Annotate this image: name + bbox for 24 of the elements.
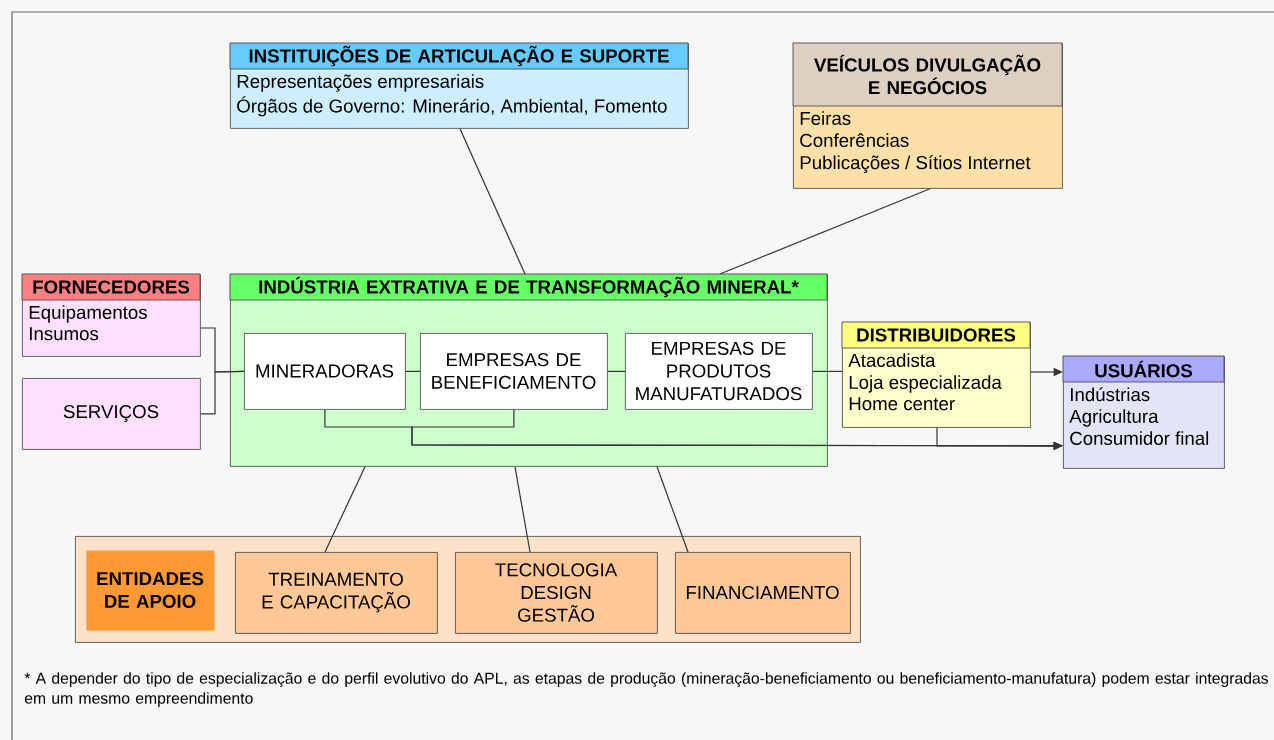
connector-line xyxy=(719,188,931,275)
process-box: MINERADORAS xyxy=(244,333,406,410)
process-box: EMPRESAS DE BENEFICIAMENTO xyxy=(420,333,608,410)
connector-line xyxy=(656,466,689,553)
category-box: INSTITUIÇÕES DE ARTICULAÇÃO E SUPORTE Representações empresariais Órgãos de Governo: Minerário, Ambiental, Fomento xyxy=(229,42,689,129)
category-box: DISTRIBUIDORES Atacadista Loja especializada Home center xyxy=(841,321,1031,428)
connector-line xyxy=(812,370,843,372)
support-box: FINANCIAMENTO xyxy=(675,552,851,634)
support-box: TECNOLOGIA DESIGN GESTÃO xyxy=(455,552,658,634)
connector-line xyxy=(514,466,531,553)
category-box: FORNECEDORES Equipamentos Insumos xyxy=(21,273,201,357)
process-box: EMPRESAS DE PRODUTOS MANUFATURADOS xyxy=(625,333,813,410)
connector-line xyxy=(459,128,526,275)
heading-box: ENTIDADES DE APOIO xyxy=(86,550,215,631)
connector-line xyxy=(405,370,421,372)
footnote: * A depender do tipo de especialização e do perfil evolutivo do APL, as etapas de produção (mineração-beneficiamento ou beneficiamento-manufatura) podem estar integradas em um mesmo empreendimento xyxy=(24,672,1268,707)
arrow xyxy=(936,427,1063,450)
category-box: USUÁRIOS Indústrias Agricultura Consumidor final xyxy=(1062,355,1225,469)
category-box: VEÍCULOS DIVULGAÇÃO E NEGÓCIOS Feiras Conferências Publicações / Sítios Internet xyxy=(792,42,1063,189)
connector-line xyxy=(324,466,366,553)
category-box: SERVIÇOS xyxy=(22,378,201,450)
connector-line xyxy=(200,370,245,415)
connector-line xyxy=(607,370,626,372)
support-box: TREINAMENTO E CAPACITAÇÃO xyxy=(235,552,438,634)
